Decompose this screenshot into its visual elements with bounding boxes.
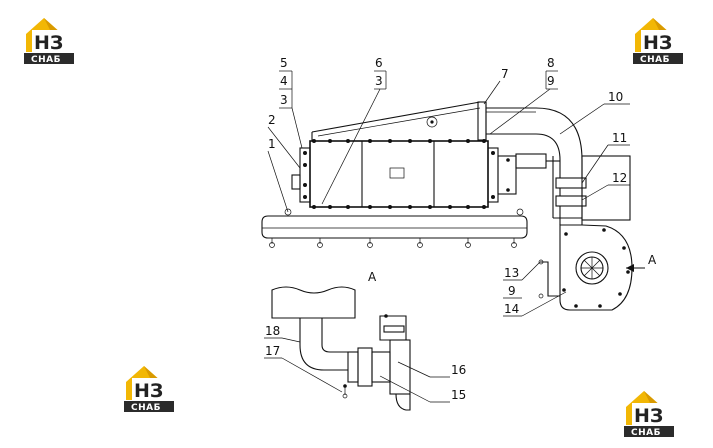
logo-bottom-left: НЗ СНАБ <box>122 362 178 412</box>
section-label-a: A <box>368 270 377 284</box>
callout-8: 8 <box>547 56 555 70</box>
callout-5: 5 <box>280 56 288 70</box>
heater-hood <box>311 101 487 141</box>
callout-16: 16 <box>451 363 466 377</box>
logo-brand: СНАБ <box>131 403 161 412</box>
air-duct <box>486 107 583 178</box>
callout-2: 2 <box>268 113 276 127</box>
logo-brand: СНАБ <box>31 55 61 64</box>
logo-icon: НЗ СНАБ <box>633 18 683 64</box>
callout-11: 11 <box>612 131 627 145</box>
callout-7: 7 <box>501 67 509 81</box>
view-arrow-label-a: A <box>648 253 657 267</box>
logo-top-right: НЗ СНАБ <box>631 14 687 64</box>
logo-icon: НЗ СНАБ <box>24 18 74 64</box>
logo-brand: СНАБ <box>640 55 670 64</box>
callout-4: 4 <box>280 74 288 88</box>
logo-icon: НЗ СНАБ <box>124 366 174 412</box>
callout-3: 3 <box>375 74 383 88</box>
callout-12: 12 <box>612 171 627 185</box>
callout-6: 6 <box>375 56 383 70</box>
callout-15: 15 <box>451 388 466 402</box>
coupling-sleeve <box>555 177 587 225</box>
logo-mark: НЗ <box>643 32 672 54</box>
detail-view-a <box>271 286 411 411</box>
blower-fan <box>538 224 645 311</box>
logo-mark: НЗ <box>634 405 663 427</box>
callout-10: 10 <box>608 90 623 104</box>
logo-brand: СНАБ <box>631 428 661 437</box>
callout-9: 9 <box>547 74 555 88</box>
callout-18: 18 <box>265 324 280 338</box>
logo-mark: НЗ <box>34 32 63 54</box>
base-frame <box>261 208 528 248</box>
callout-9: 9 <box>508 284 516 298</box>
callout-14: 14 <box>504 302 519 316</box>
callout-17: 17 <box>265 344 280 358</box>
callout-labels: 5 4 3 2 1 6 3 7 8 9 10 11 12 13 9 14 18 … <box>265 56 657 402</box>
logo-bottom-right: НЗ СНАБ <box>622 387 678 437</box>
callout-3: 3 <box>280 93 288 107</box>
heater-body <box>291 139 517 209</box>
logo-icon: НЗ СНАБ <box>624 391 674 437</box>
logo-top-left: НЗ СНАБ <box>22 14 78 64</box>
callout-13: 13 <box>504 266 519 280</box>
callout-1: 1 <box>268 137 276 151</box>
logo-mark: НЗ <box>134 380 163 402</box>
leader-lines <box>264 70 630 403</box>
